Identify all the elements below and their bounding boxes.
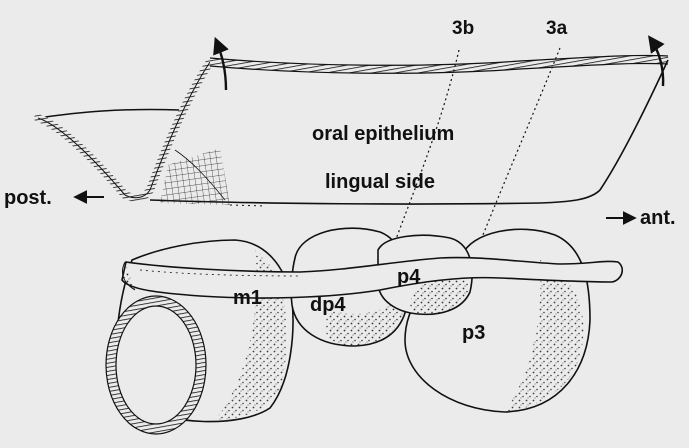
lingual-side-label: lingual side — [325, 171, 435, 193]
anterior-label: ant. — [640, 207, 676, 229]
section-label-3a: 3a — [546, 18, 568, 39]
section-label-3b: 3b — [452, 18, 474, 39]
oral-epithelium-label: oral epithelium — [312, 123, 454, 145]
tooth-label-m1: m1 — [233, 287, 262, 309]
posterior-label: post. — [4, 187, 52, 209]
tooth-label-p3: p3 — [462, 322, 485, 344]
m1-cup-rim — [111, 301, 201, 429]
tooth-germs — [106, 228, 590, 434]
tooth-label-dp4: dp4 — [310, 294, 346, 316]
tooth-label-p4: p4 — [397, 266, 421, 288]
